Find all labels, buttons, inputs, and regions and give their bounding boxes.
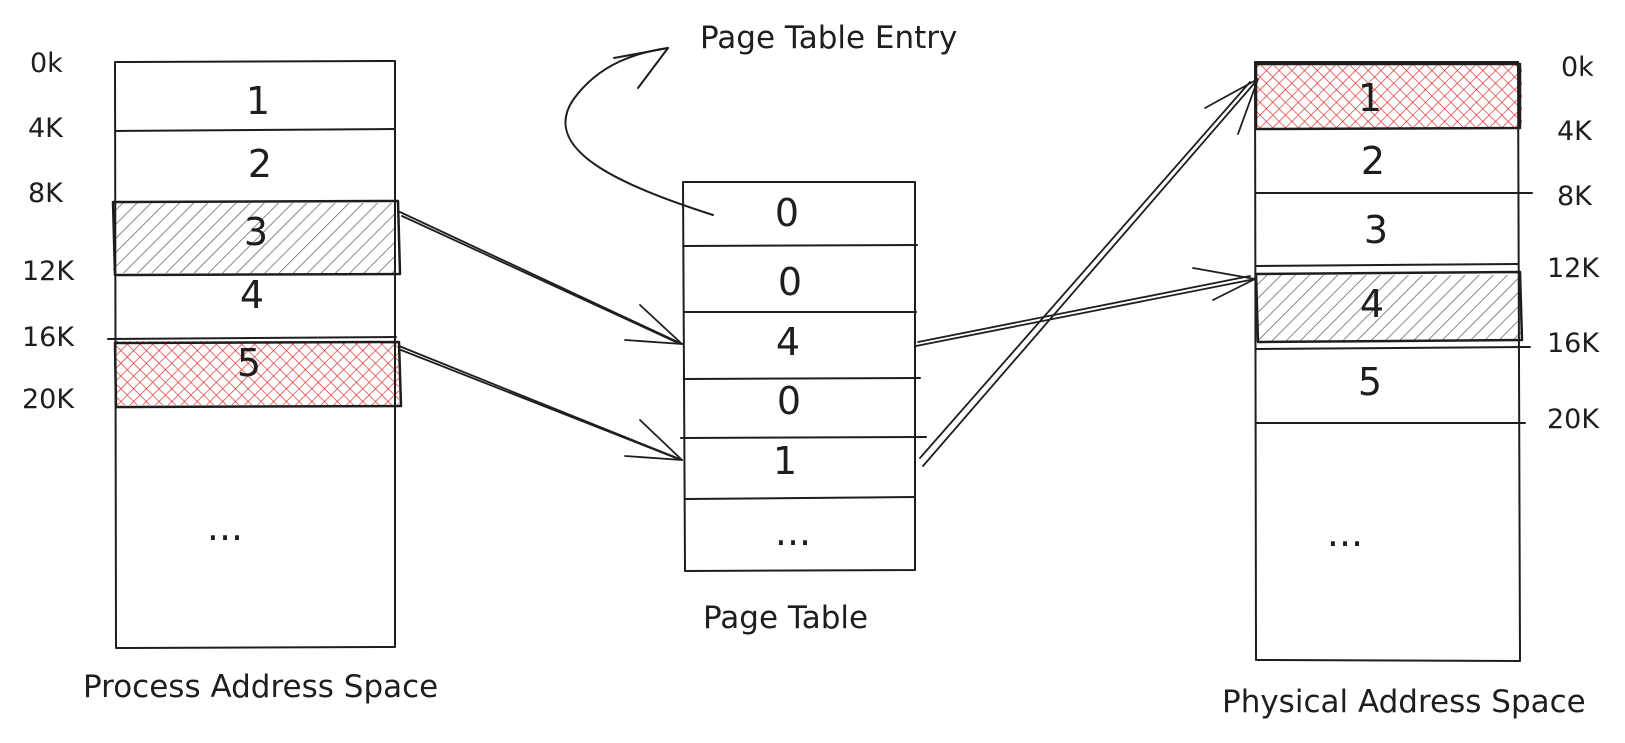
page-table-entry-value: 1: [773, 439, 797, 483]
process-page-label: 3: [244, 210, 268, 254]
page-table-title: Page Table: [703, 600, 868, 636]
page-table-entry-value: 0: [777, 379, 801, 423]
physical-frame-label: 4: [1360, 282, 1384, 326]
physical-address-label: 0k: [1561, 52, 1594, 83]
process-address-label: 8K: [28, 178, 64, 209]
physical-address-label: 16K: [1547, 328, 1600, 359]
process-page-5-highlight: [115, 341, 399, 405]
process-address-label: 20K: [22, 384, 75, 415]
physical-frame-label: ...: [1327, 511, 1363, 555]
physical-frame-label: 2: [1361, 139, 1385, 183]
physical-frame-label: 5: [1358, 360, 1382, 404]
process-page-label: 2: [248, 142, 272, 186]
physical-frame-1-highlight: [1257, 64, 1522, 128]
physical-frame-4-highlight: [1256, 275, 1521, 341]
physical-address-label: 20K: [1547, 404, 1600, 435]
process-page-label: 5: [237, 341, 261, 385]
page-table-entry-label: Page Table Entry: [700, 20, 957, 56]
process-page-3-highlight: [113, 203, 396, 273]
page-table-entry-value: 0: [778, 260, 802, 304]
page-table: 0 0 4 0 1 ... Page Table: [680, 181, 927, 636]
physical-address-space: 1 2 3 4 5 ... 0k 4K 8K 12K 16K 20K Physi…: [1222, 52, 1600, 720]
page-table-entry-callout: Page Table Entry: [564, 20, 957, 216]
process-page-label: 1: [246, 79, 270, 123]
page-table-entry-value: 4: [776, 320, 800, 364]
mapping-arrows-table-to-physical: [915, 78, 1259, 467]
process-address-label: 4K: [28, 113, 64, 144]
process-address-label: 16K: [22, 322, 75, 353]
process-address-space: 1 2 3 4 5 ... 0k 4K 8K 12K 16K 20K Proce…: [22, 48, 438, 705]
process-address-space-title: Process Address Space: [83, 669, 438, 705]
process-page-label: ...: [207, 505, 243, 549]
physical-address-label: 4K: [1557, 116, 1593, 147]
process-address-label: 12K: [22, 256, 75, 287]
process-address-label: 0k: [30, 48, 63, 79]
process-page-label: 4: [240, 273, 264, 317]
physical-frame-label: 3: [1364, 208, 1388, 252]
physical-address-space-title: Physical Address Space: [1222, 684, 1586, 720]
physical-address-label: 8K: [1557, 181, 1593, 212]
page-table-entry-value: ...: [775, 510, 811, 554]
page-table-entry-value: 0: [775, 191, 799, 235]
physical-frame-label: 1: [1358, 76, 1382, 120]
mapping-arrows-process-to-table: [398, 211, 683, 461]
physical-address-label: 12K: [1547, 253, 1600, 284]
